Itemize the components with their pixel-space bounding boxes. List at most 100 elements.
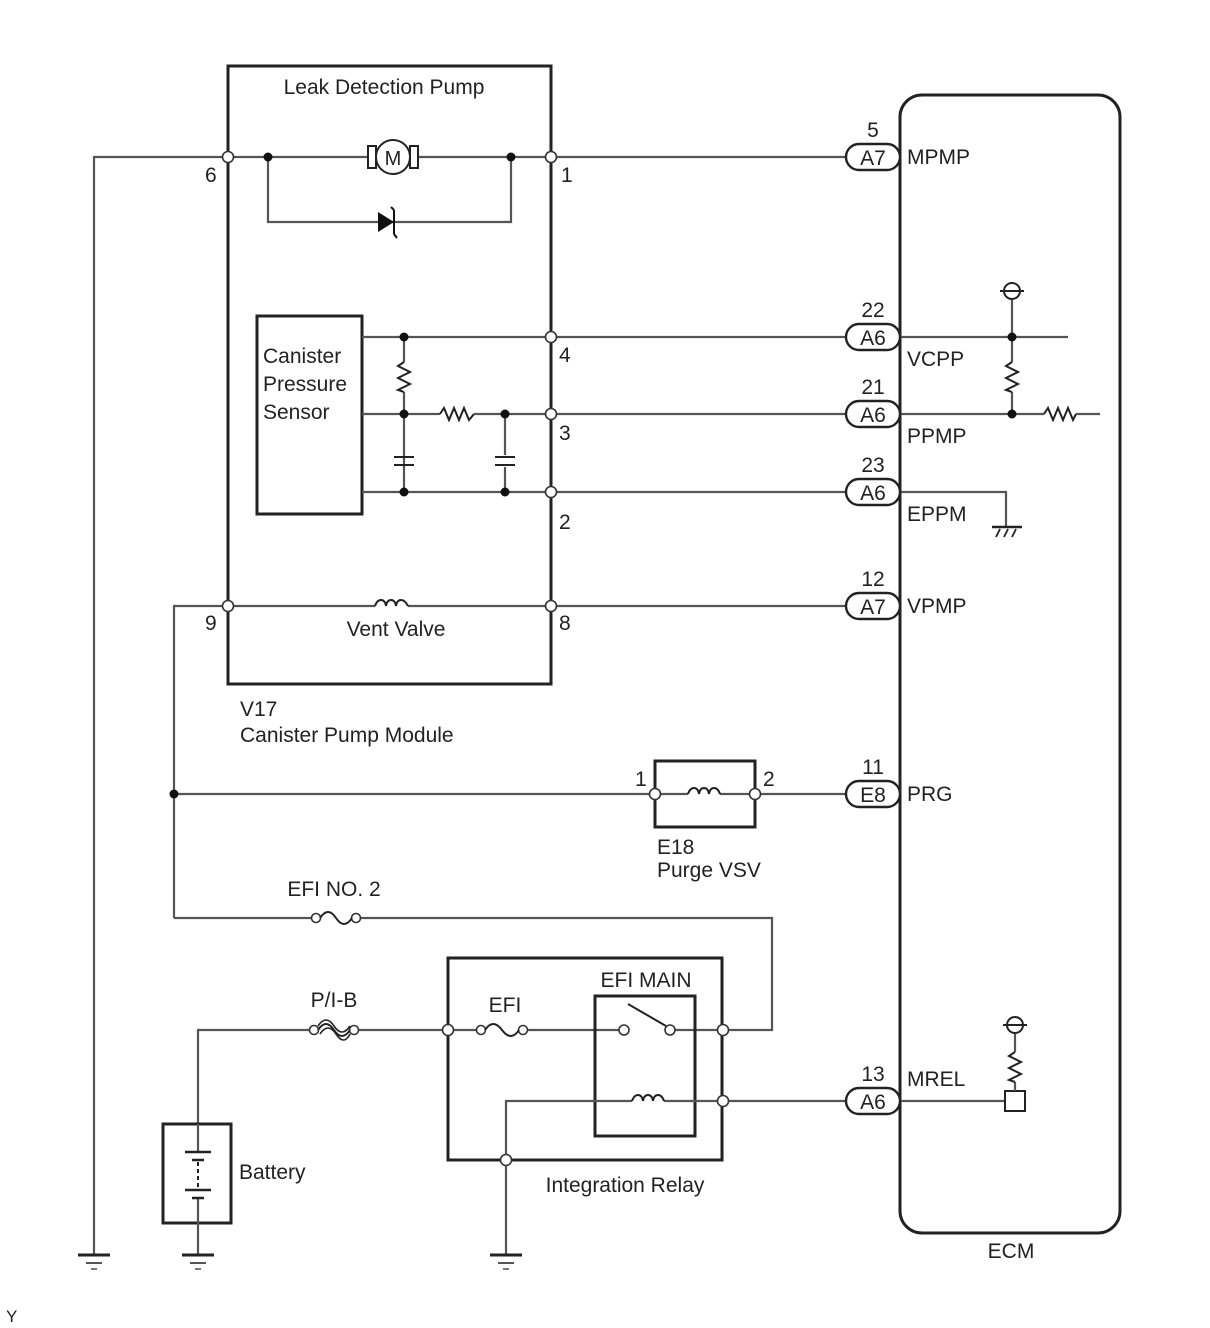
canister-pressure-sensor-label-1: Canister	[263, 345, 341, 368]
efi-no2-wire	[174, 916, 774, 1032]
connector-badge	[844, 477, 902, 507]
ground-icon	[78, 1253, 110, 1270]
motor-icon: M	[367, 139, 419, 175]
canister-pump-module-box	[226, 64, 553, 686]
connector-pin-number: 5	[867, 119, 879, 142]
pin-8-label: 8	[559, 612, 571, 635]
zener-diode-icon	[378, 206, 398, 239]
connector-code: E8	[860, 784, 886, 807]
svg-text:M: M	[385, 148, 402, 170]
purge-pin-1-label: 1	[635, 768, 647, 791]
pin-4-label: 4	[559, 344, 571, 367]
junction-dot	[506, 152, 516, 162]
ecm-box	[898, 93, 1122, 1235]
vcc-icon	[1000, 282, 1024, 300]
purge-vsv-coil-icon	[687, 786, 721, 795]
connector-badge	[844, 399, 902, 429]
pin-8-terminal	[544, 599, 558, 613]
pib-label: P/I-B	[311, 989, 358, 1012]
pin-6-label: 6	[205, 164, 217, 187]
chassis-ground-icon	[992, 525, 1022, 538]
efi-fuse-icon	[475, 1023, 529, 1037]
footer-mark: Y	[6, 1307, 17, 1326]
purge-pin-1-terminal	[648, 787, 662, 801]
efi-no2-label: EFI NO. 2	[287, 878, 380, 901]
junction-dot	[500, 409, 510, 419]
signal-name: MPMP	[907, 146, 970, 169]
ecm-label: ECM	[988, 1240, 1035, 1263]
efi-main-label: EFI MAIN	[600, 969, 691, 992]
junction-dot	[1007, 332, 1017, 342]
connector-badge	[844, 591, 902, 621]
ground-wire-pin6	[92, 155, 228, 1255]
module-name-label: Canister Pump Module	[240, 724, 454, 747]
vcc-icon	[1003, 1016, 1027, 1034]
integration-relay-box	[446, 956, 724, 1162]
purge-vsv-name-label: Purge VSV	[657, 859, 761, 882]
pin-1-label: 1	[561, 164, 573, 187]
pin-9-terminal	[221, 599, 235, 613]
canister-pressure-sensor-label-3: Sensor	[263, 401, 330, 424]
relay-coil-icon	[631, 1093, 665, 1102]
purge-pin-2-label: 2	[763, 768, 775, 791]
junction-dot	[169, 789, 179, 799]
pin-1-terminal	[544, 150, 558, 164]
connector-badge	[844, 779, 902, 809]
vent-valve-coil-icon	[374, 598, 409, 607]
pin-2-label: 2	[559, 511, 571, 534]
module-code-label: V17	[240, 698, 277, 721]
junction-dot	[399, 409, 409, 419]
driver-icon	[1004, 1090, 1026, 1112]
relay-terminal	[499, 1153, 513, 1167]
leak-detection-pump-label: Leak Detection Pump	[284, 76, 485, 99]
connector-code: A7	[860, 596, 886, 619]
resistor-icon	[1003, 361, 1021, 393]
connector-code: A7	[860, 147, 886, 170]
purge-pin-2-terminal	[748, 787, 762, 801]
integration-relay-label: Integration Relay	[546, 1174, 705, 1197]
battery-wire	[196, 1028, 723, 1124]
connector-pin-number: 13	[861, 1063, 884, 1086]
resistor-icon	[395, 361, 413, 393]
connector-code: A6	[860, 482, 886, 505]
connector-badge	[844, 142, 902, 172]
connector-code: A6	[860, 1091, 886, 1114]
signal-name: VCPP	[907, 348, 964, 371]
resistor-icon	[1043, 405, 1077, 423]
battery-icon	[185, 1124, 211, 1255]
signal-name: VPMP	[907, 595, 967, 618]
pib-fusible-link-icon	[308, 1019, 360, 1041]
purge-vsv-code-label: E18	[657, 836, 694, 859]
battery-label: Battery	[239, 1161, 306, 1184]
capacitor-icon	[394, 456, 414, 466]
capacitor-icon	[495, 456, 515, 466]
signal-name: PRG	[907, 783, 953, 806]
ground-icon	[490, 1253, 522, 1270]
mrel-wire	[504, 1099, 848, 1255]
connector-badge	[844, 322, 902, 352]
ground-icon	[182, 1253, 214, 1270]
connector-code: A6	[860, 404, 886, 427]
connector-pin-number: 11	[862, 756, 884, 779]
pin-9-label: 9	[205, 612, 217, 635]
efi-fuse-label: EFI	[489, 994, 522, 1017]
resistor-icon	[439, 405, 475, 423]
efi-main-relay-box	[593, 994, 697, 1138]
connector-pin-number: 23	[861, 454, 884, 477]
relay-terminal	[716, 1023, 730, 1037]
junction-dot	[399, 332, 409, 342]
relay-terminal	[716, 1094, 730, 1108]
vent-valve-label: Vent Valve	[347, 618, 446, 641]
canister-pressure-sensor-label-2: Pressure	[263, 373, 347, 396]
connector-code: A6	[860, 327, 886, 350]
eppm-internal-wire	[900, 490, 1008, 527]
connector-pin-number: 12	[861, 568, 884, 591]
efi-no2-fuse-icon	[310, 911, 362, 925]
